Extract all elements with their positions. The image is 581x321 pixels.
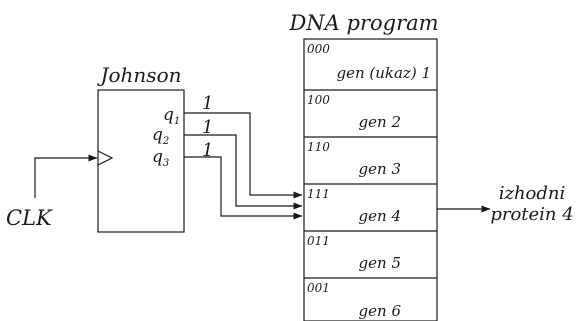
output-label-line1: izhodni xyxy=(499,183,566,204)
gene-code: 000 xyxy=(307,42,330,56)
wire-q1 xyxy=(184,112,303,199)
svg-text:q3: q3 xyxy=(152,147,169,169)
gene-name: gen (ukaz) 1 xyxy=(336,64,431,82)
q1-value: 1 xyxy=(202,93,213,114)
output-label: q xyxy=(152,125,163,145)
counter-output-q3: q3 xyxy=(152,147,169,169)
clock-wire xyxy=(34,154,98,198)
gene-name: gen 6 xyxy=(359,302,402,320)
gene-code: 001 xyxy=(307,281,330,295)
clock-edge-triangle xyxy=(97,150,114,166)
q2-value: 1 xyxy=(202,117,213,138)
gene-code: 011 xyxy=(307,234,330,248)
output-label-line2: protein 4 xyxy=(490,204,573,225)
q3-value: 1 xyxy=(202,140,213,161)
dna-program-table: 000 gen (ukaz) 1 100 gen 2 110 gen 3 111… xyxy=(303,38,438,321)
counter-output-q2: q2 xyxy=(152,125,169,147)
dna-program-title: DNA program xyxy=(288,11,438,35)
gene-name: gen 5 xyxy=(359,254,401,272)
output-label: q xyxy=(163,105,174,125)
gene-code: 110 xyxy=(307,140,330,154)
gene-name: gen 3 xyxy=(359,160,401,178)
counter-output-q1: q1 xyxy=(163,105,180,127)
output-subscript: 1 xyxy=(174,116,180,127)
gene-code: 100 xyxy=(307,93,330,107)
dna-program-frame xyxy=(303,38,438,321)
gene-name: gen 4 xyxy=(359,207,401,225)
wire-q2 xyxy=(184,134,303,210)
gene-code: 111 xyxy=(307,187,330,201)
svg-text:q2: q2 xyxy=(152,125,169,147)
svg-text:q1: q1 xyxy=(163,105,180,127)
johnson-counter-block xyxy=(97,89,185,233)
wire-q3 xyxy=(184,156,303,220)
output-label: q xyxy=(152,147,163,167)
johnson-counter-title: Johnson xyxy=(96,63,181,87)
gene-name: gen 2 xyxy=(359,113,401,131)
output-subscript: 3 xyxy=(163,158,169,169)
clock-label: CLK xyxy=(6,206,53,230)
output-subscript: 2 xyxy=(162,136,169,147)
